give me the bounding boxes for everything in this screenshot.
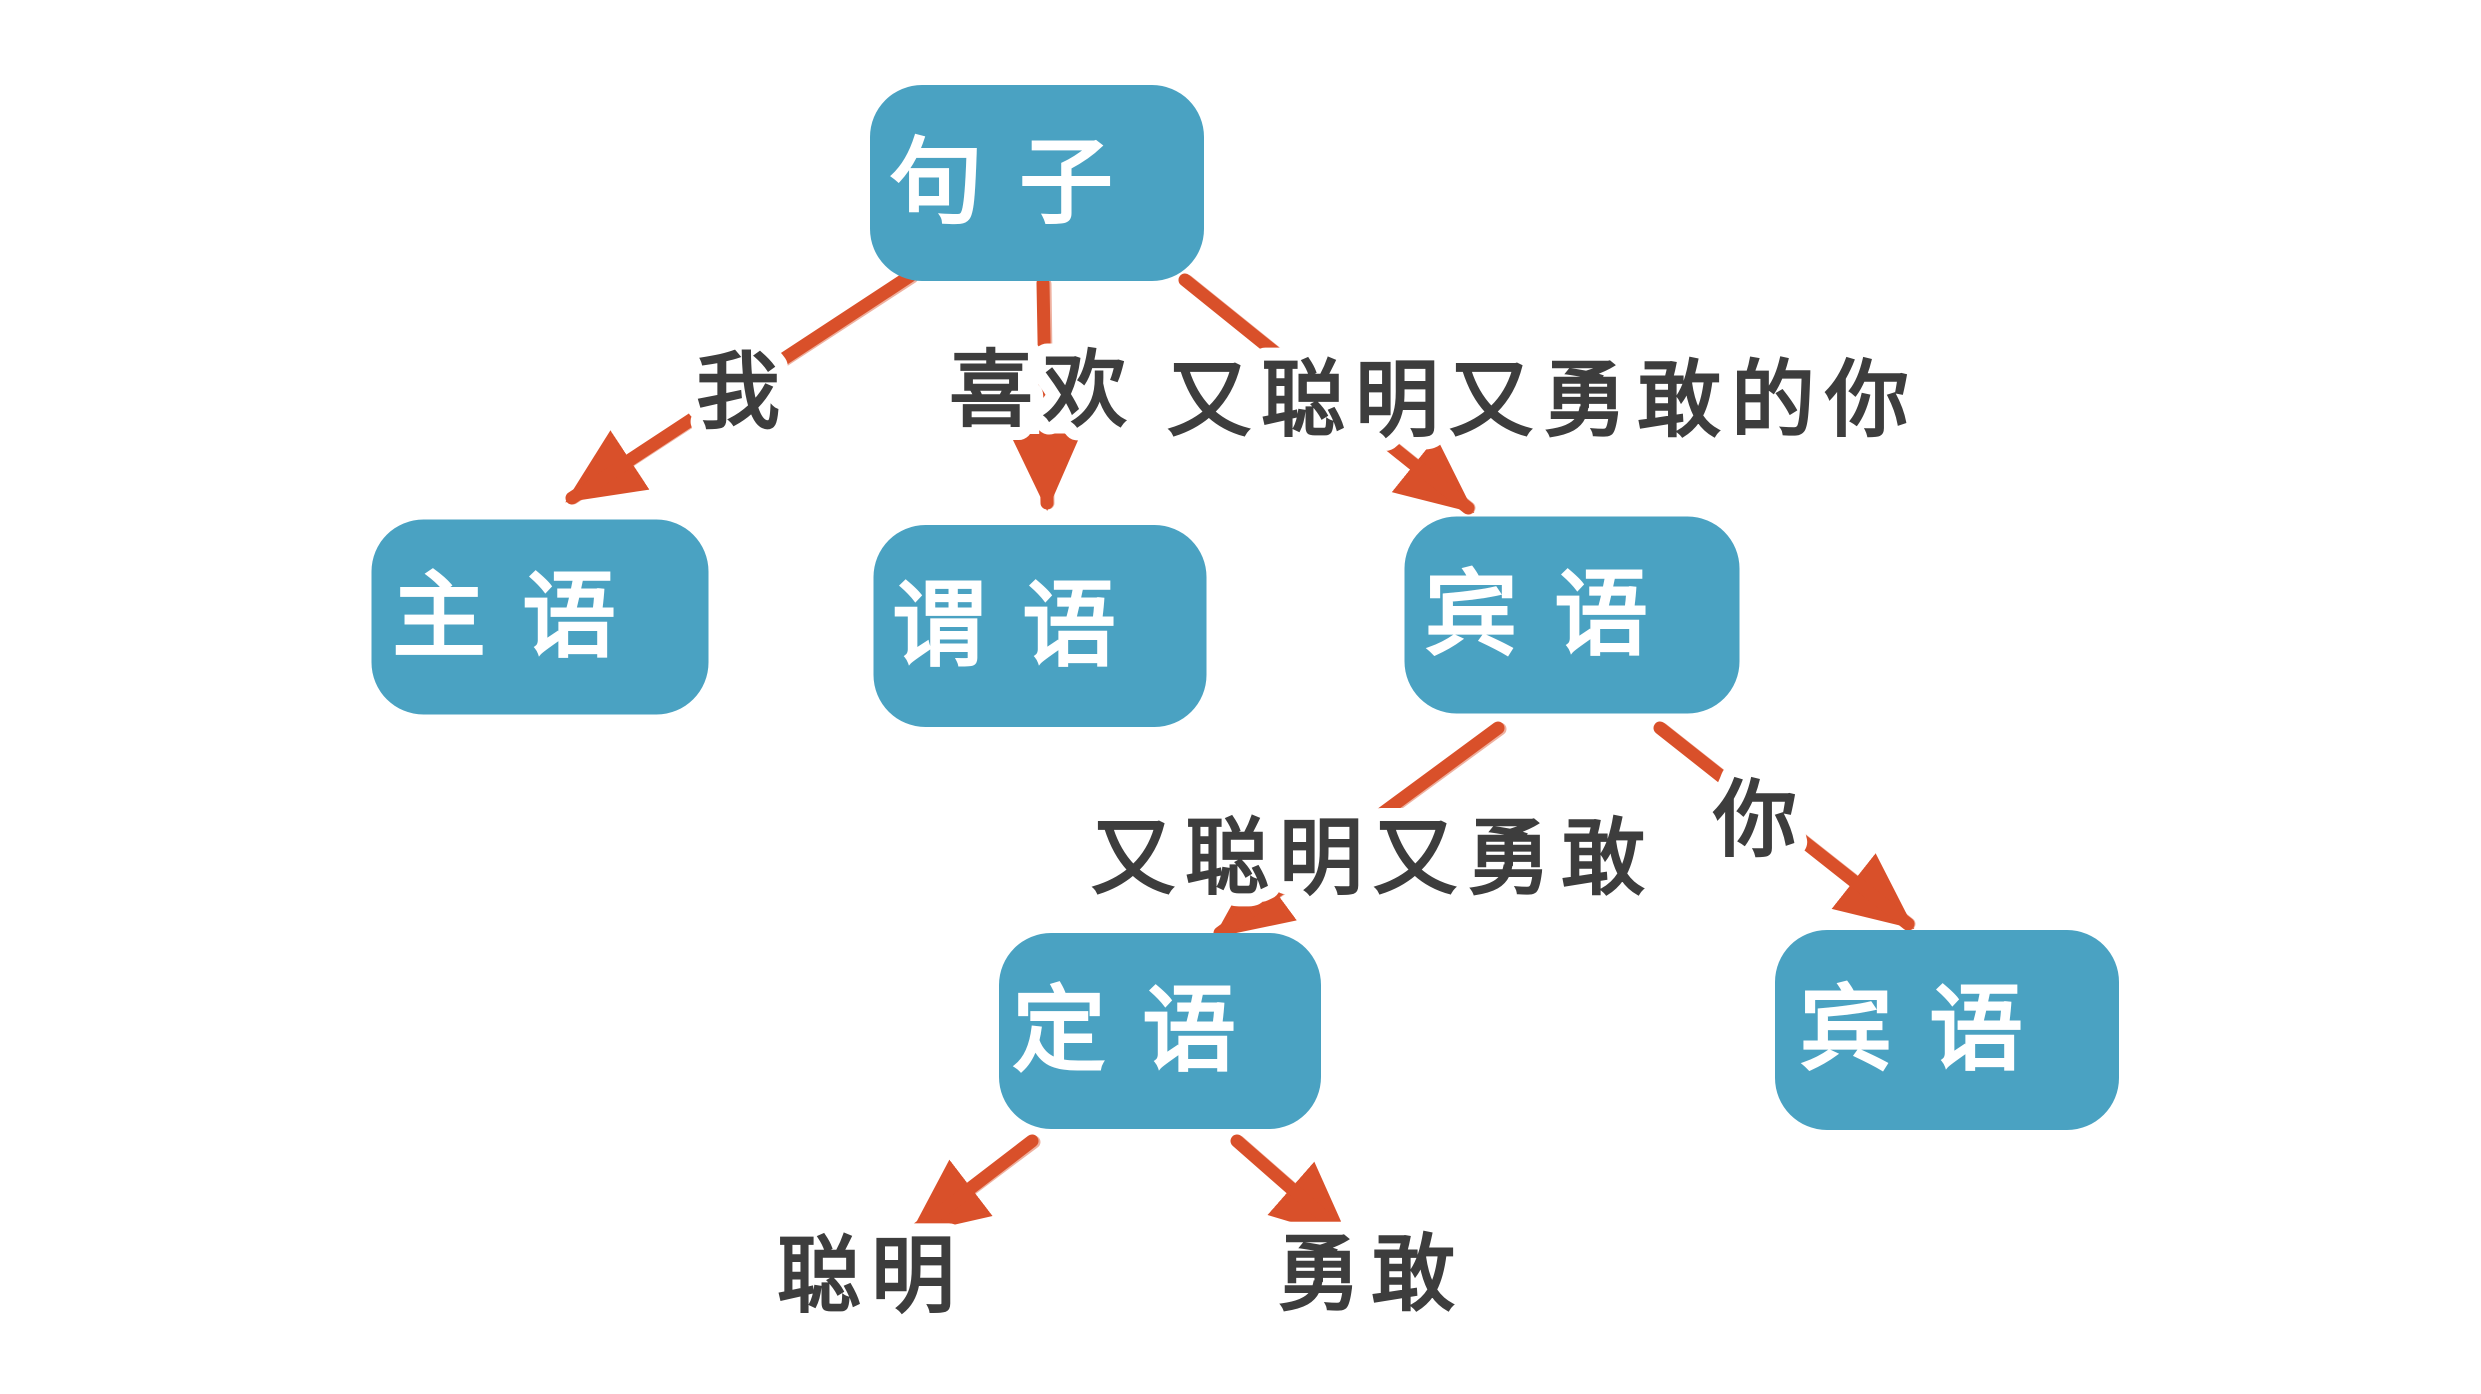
node-label-subject: 主语 bbox=[392, 563, 652, 672]
edge-arrow-sentence-subject bbox=[565, 269, 917, 505]
edge-arrow-texture-object-attributive bbox=[1214, 722, 1507, 940]
edge-arrow-texture-sentence-object bbox=[1180, 274, 1476, 515]
edge-arrow-texture-attributive-brave bbox=[1232, 1135, 1351, 1241]
labels-layer: 我 喜欢又聪明又勇敢的你又聪明又勇敢你聪明 勇敢 bbox=[683, 328, 1922, 1338]
leaf-label-brave: 勇敢 bbox=[1277, 1225, 1465, 1323]
node-label-predicate: 谓语 bbox=[892, 572, 1152, 681]
edge-arrow-texture-sentence-subject bbox=[566, 270, 919, 505]
edge-label-sentence-object: 又聪明又勇敢的你 bbox=[1167, 351, 1919, 449]
node-object-2 bbox=[1775, 930, 2119, 1130]
node-predicate bbox=[873, 525, 1207, 727]
edges-layer bbox=[565, 269, 1916, 1241]
node-label-attributive: 定语 bbox=[1012, 977, 1272, 1086]
edge-arrow-texture-sentence-predicate bbox=[1038, 277, 1055, 510]
edge-arrow-sentence-predicate bbox=[1010, 276, 1082, 512]
edge-arrow-attributive-smart bbox=[909, 1134, 1039, 1237]
edge-label-sentence-predicate: 喜欢 bbox=[949, 341, 1137, 439]
node-subject bbox=[371, 519, 709, 715]
edge-label-sentence-subject: 我 bbox=[696, 343, 790, 441]
edge-arrow-object-attributive bbox=[1213, 721, 1505, 940]
leaf-label-smart: 聪明 bbox=[777, 1227, 965, 1325]
node-label-object-2: 宾语 bbox=[1799, 976, 2059, 1085]
edge-arrow-object-object-2 bbox=[1653, 721, 1915, 931]
edge-arrow-sentence-object bbox=[1178, 273, 1475, 515]
edge-label-object-attributive: 又聪明又勇敢 bbox=[1091, 809, 1655, 907]
edge-arrow-attributive-brave bbox=[1230, 1134, 1350, 1241]
node-label-sentence: 句子 bbox=[889, 129, 1149, 238]
edge-label-object-object-2: 你 bbox=[1712, 771, 1807, 869]
edge-arrow-texture-attributive-smart bbox=[910, 1135, 1041, 1237]
node-attributive bbox=[999, 933, 1321, 1129]
node-sentence bbox=[870, 85, 1204, 281]
node-label-object: 宾语 bbox=[1424, 561, 1684, 670]
nodes-layer: 句子主语谓语宾语定语宾语 bbox=[371, 85, 2119, 1130]
node-object bbox=[1404, 516, 1740, 714]
edge-arrow-texture-object-object-2 bbox=[1655, 722, 1916, 931]
